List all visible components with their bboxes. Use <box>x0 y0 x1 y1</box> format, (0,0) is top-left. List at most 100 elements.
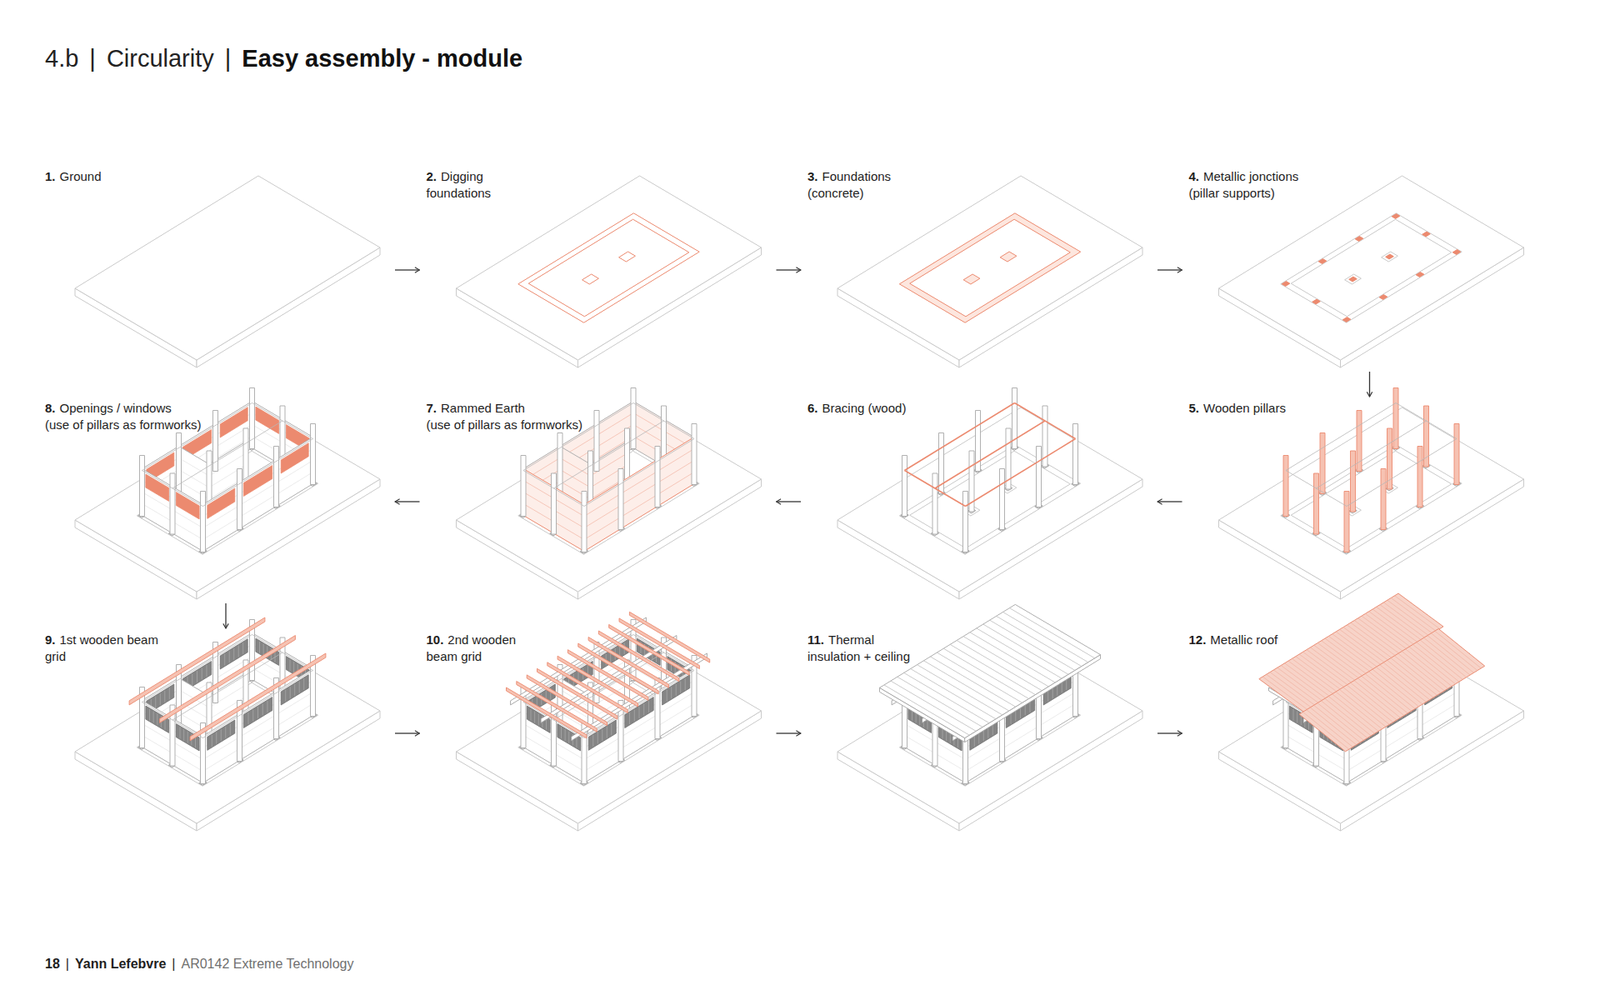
wooden-pillar <box>1380 469 1386 530</box>
wooden-pillar <box>618 469 624 530</box>
insulation-strip <box>970 632 1055 683</box>
step-note: (use of pillars as formworks) <box>45 416 389 434</box>
window-opening <box>207 488 235 519</box>
window-mullion <box>285 690 286 702</box>
metal-junction <box>1355 236 1364 242</box>
step-number: 12. <box>1189 632 1207 647</box>
step-label: 4.Metallic jonctions <box>1189 168 1533 185</box>
foundation-trench <box>1280 445 1462 555</box>
metal-junction <box>1391 214 1400 220</box>
wooden-pillar <box>1036 446 1042 508</box>
wooden-pillar <box>655 446 660 508</box>
wood-bracing <box>584 439 695 507</box>
ceiling-panel <box>880 604 1101 738</box>
insulation-strip <box>904 672 990 723</box>
step-arrow <box>1157 732 1183 734</box>
roof-corrugation <box>1266 674 1312 708</box>
window-mullion <box>266 700 268 713</box>
window-mullion <box>259 641 260 654</box>
earth-layer-line <box>584 449 695 517</box>
step-number: 5. <box>1189 400 1200 415</box>
header-label: | <box>89 45 96 72</box>
step-panel: 3.Foundations(concrete) <box>807 168 1151 369</box>
roof-corrugation <box>1340 629 1385 663</box>
wooden-pillar <box>551 473 557 535</box>
window-mullion <box>601 729 603 741</box>
secondary-beam <box>588 637 669 689</box>
step-panel: 6.Bracing (wood) <box>807 400 1151 600</box>
window-mullion <box>160 693 161 705</box>
step-title: Rammed Earth <box>440 400 525 415</box>
step-panel: 2.Digging foundations <box>426 168 770 369</box>
window-opening <box>175 492 200 520</box>
window-mullion <box>299 680 300 693</box>
insulation-strip <box>963 636 1049 687</box>
step-panel: 7.Rammed Earth(use of pillars as formwor… <box>426 400 770 600</box>
step-arrow <box>395 732 420 734</box>
wood-bracing <box>203 670 314 739</box>
roof-corrugation <box>1321 640 1367 675</box>
roof-corrugation <box>1262 676 1308 710</box>
page-header: 4.b|Circularity|Easy assembly - module <box>45 43 534 74</box>
window-mullion <box>293 661 295 674</box>
window-mullion <box>205 665 207 677</box>
earth-layer-line <box>584 704 695 772</box>
window-mullion <box>263 644 265 656</box>
wooden-pillar <box>1417 446 1423 508</box>
wooden-pillar <box>581 491 587 553</box>
secondary-beam <box>567 650 648 701</box>
step-number: 3. <box>807 169 819 184</box>
wooden-pillar <box>170 473 175 535</box>
window-mullion <box>225 726 226 739</box>
header-label: Circularity <box>106 45 215 72</box>
insulation-strip <box>996 615 1082 666</box>
roof-corrugation <box>1346 625 1392 659</box>
footer-label: 18 <box>45 956 60 971</box>
primary-beam <box>129 617 265 705</box>
foundation-pad <box>1381 251 1399 262</box>
foundation-pad <box>963 274 980 285</box>
wooden-pillar <box>691 424 697 485</box>
window-mullion <box>215 732 217 745</box>
step-number: 7. <box>426 400 438 415</box>
window-mullion <box>290 686 291 699</box>
ground-slab <box>1219 175 1525 360</box>
roof-corrugation <box>1328 635 1374 670</box>
step-illustration <box>75 175 380 368</box>
roof-corrugation <box>1285 663 1330 697</box>
step-illustration <box>456 175 762 368</box>
roof-corrugation <box>1350 622 1396 656</box>
window-mullion <box>248 712 250 725</box>
window-mullion <box>530 709 532 721</box>
roof-corrugation <box>1291 658 1337 692</box>
step-arrow <box>776 269 802 270</box>
earth-layer-line <box>203 704 314 772</box>
wooden-pillar <box>520 455 526 517</box>
insulation-strip <box>924 660 1010 711</box>
window-mullion <box>666 690 668 702</box>
window-mullion <box>262 703 264 715</box>
metal-junction <box>1312 299 1321 305</box>
step-illustration <box>837 388 1143 600</box>
insulation-strip <box>890 680 976 731</box>
roof-corrugation <box>1280 665 1326 700</box>
metal-junction <box>1422 231 1431 237</box>
insulation-strip <box>1003 611 1089 662</box>
window-mullion <box>670 686 672 699</box>
step-panel: 5.Wooden pillars <box>1189 400 1533 600</box>
window-mullion <box>639 706 640 719</box>
wooden-pillar <box>310 424 316 485</box>
roof-corrugation <box>1295 656 1341 690</box>
foundation-trench <box>899 213 1080 323</box>
foundation-trench <box>910 219 1071 317</box>
insulation-strip <box>943 648 1029 699</box>
window-mullion <box>568 731 570 744</box>
step-panel: 12.Metallic roof <box>1189 631 1533 832</box>
ground-slab <box>1219 407 1525 592</box>
roof-corrugation <box>1273 670 1319 704</box>
rammed-earth-wall <box>523 469 585 552</box>
wooden-pillar <box>200 491 206 553</box>
wood-bracing <box>965 439 1076 507</box>
secondary-beam <box>629 611 710 663</box>
window-mullion <box>606 726 608 739</box>
